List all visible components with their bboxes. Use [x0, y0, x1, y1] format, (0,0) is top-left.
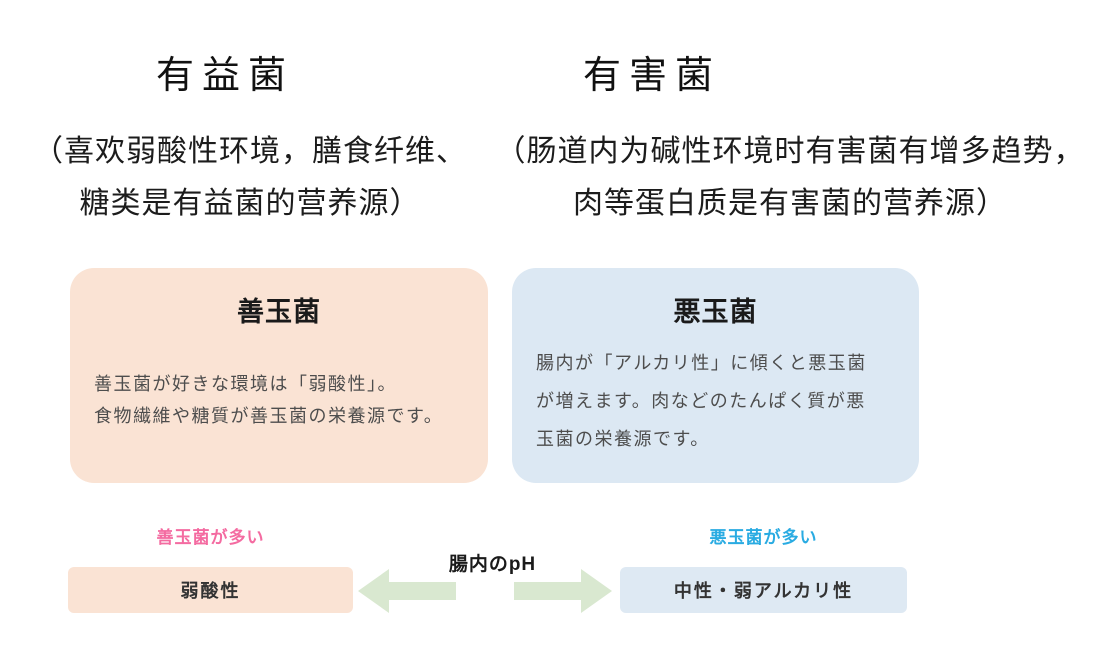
note-harmful-line2: 肉等蛋白质是有害菌的营养源）: [573, 187, 1007, 220]
box-weak-acidity: 弱酸性: [68, 567, 353, 613]
arrow-right-icon: [514, 569, 612, 613]
card-bad-title: 悪玉菌: [673, 297, 758, 327]
label-intestinal-ph: 腸内のpH: [448, 554, 537, 575]
card-bad-body: 腸内が「アルカリ性」に傾くと悪玉菌 が増えます。肉などのたんぱく質が悪 玉菌の栄…: [536, 344, 906, 458]
heading-harmful-bacteria: 有害菌: [582, 55, 721, 97]
card-bad-body-line3: 玉菌の栄養源です。: [536, 429, 710, 449]
card-bad-body-line1: 腸内が「アルカリ性」に傾くと悪玉菌: [536, 353, 867, 373]
note-harmful-bacteria: （肠道内为碱性环境时有害菌有增多趋势， 肉等蛋白质是有害菌的营养源）: [470, 126, 1110, 230]
box-neutral-weak-alkaline: 中性・弱アルカリ性: [620, 567, 907, 613]
card-good-body-line2: 食物繊維や糖質が善玉菌の栄養源です。: [94, 406, 444, 426]
label-many-good-bacteria: 善玉菌が多い: [156, 528, 265, 547]
card-good-body: 善玉菌が好きな環境は「弱酸性」。 食物繊維や糖質が善玉菌の栄養源です。: [94, 368, 474, 432]
card-good-bacteria: 善玉菌 善玉菌が好きな環境は「弱酸性」。 食物繊維や糖質が善玉菌の栄養源です。: [70, 268, 488, 483]
card-good-body-line1: 善玉菌が好きな環境は「弱酸性」。: [94, 374, 397, 394]
note-beneficial-line2: 糖类是有益菌的营养源）: [79, 187, 421, 220]
note-beneficial-bacteria: （喜欢弱酸性环境，膳食纤维、 糖类是有益菌的营养源）: [15, 126, 485, 230]
card-bad-bacteria: 悪玉菌 腸内が「アルカリ性」に傾くと悪玉菌 が増えます。肉などのたんぱく質が悪 …: [512, 268, 919, 483]
card-good-title: 善玉菌: [237, 297, 321, 327]
note-beneficial-line1: （喜欢弱酸性环境，膳食纤维、: [33, 135, 467, 168]
label-many-bad-bacteria: 悪玉菌が多い: [709, 528, 818, 547]
arrow-left-icon: [358, 569, 456, 613]
card-bad-body-line2: が増えます。肉などのたんぱく質が悪: [536, 391, 866, 411]
heading-beneficial-bacteria: 有益菌: [155, 55, 294, 97]
note-harmful-line1: （肠道内为碱性环境时有害菌有增多趋势，: [495, 135, 1085, 168]
